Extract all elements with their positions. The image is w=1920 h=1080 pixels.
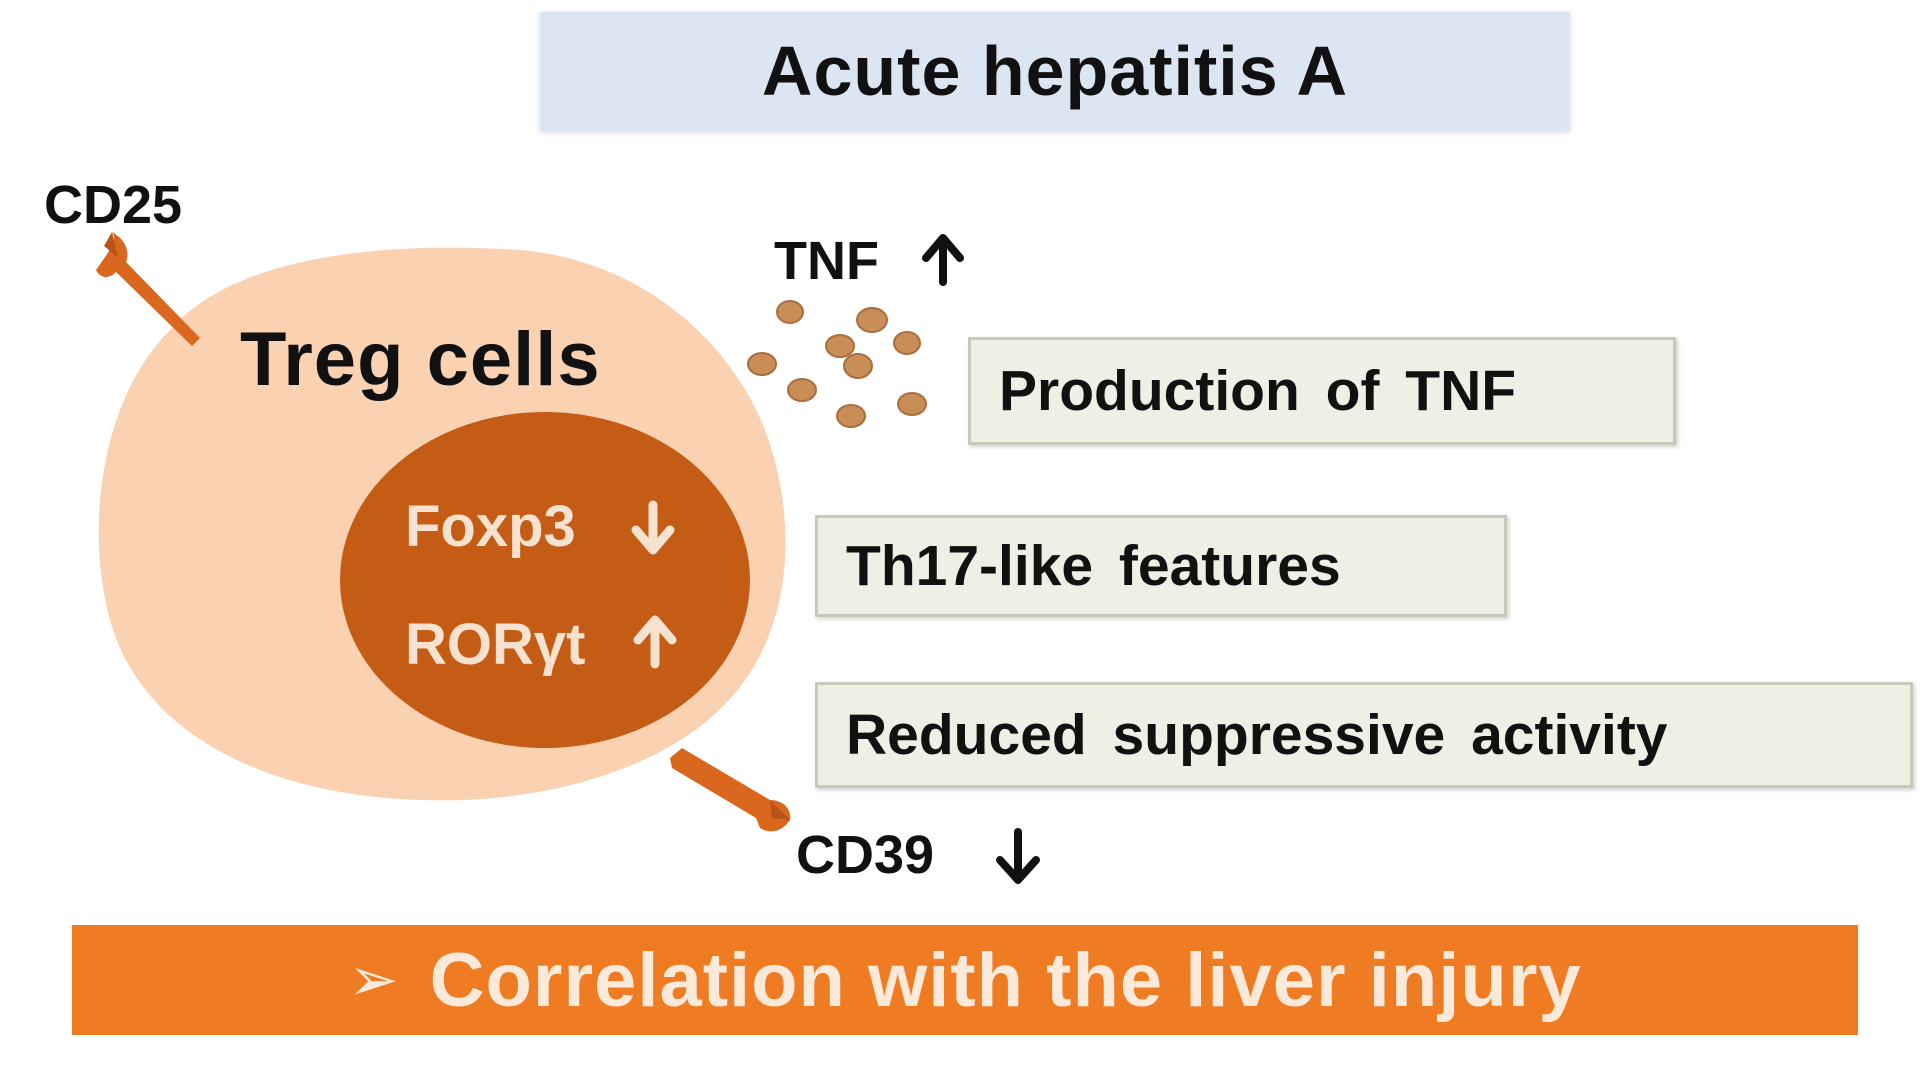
feature-box-th17-like: Th17-like features (815, 515, 1507, 617)
cd25-label: CD25 (44, 178, 182, 232)
cd25-receptor (96, 232, 200, 346)
feature-text: Production of TNF (971, 358, 1516, 424)
tnf-label: TNF (774, 234, 879, 288)
treg-nucleus (340, 412, 750, 748)
arrow-bullet-icon: ➢ (348, 945, 399, 1015)
cd39-down-arrow (1000, 832, 1036, 880)
feature-text: Reduced suppressive activity (818, 702, 1668, 768)
title-banner: Acute hepatitis A (540, 12, 1570, 130)
tnf-up-arrow (926, 238, 960, 282)
tnf-particles (748, 301, 926, 427)
feature-text: Th17-like features (818, 533, 1341, 599)
treg-cells-label: Treg cells (240, 322, 601, 398)
foxp3-label: Foxp3 (405, 498, 576, 556)
cd39-receptor (670, 748, 790, 831)
rorgt-label: RORγt (405, 616, 585, 674)
conclusion-banner: ➢ Correlation with the liver injury (72, 925, 1858, 1035)
conclusion-text: Correlation with the liver injury (430, 937, 1582, 1024)
feature-box-reduced-suppressive: Reduced suppressive activity (815, 682, 1913, 788)
feature-box-tnf-production: Production of TNF (968, 337, 1676, 445)
diagram-title: Acute hepatitis A (762, 31, 1348, 111)
cd39-label: CD39 (796, 828, 934, 882)
